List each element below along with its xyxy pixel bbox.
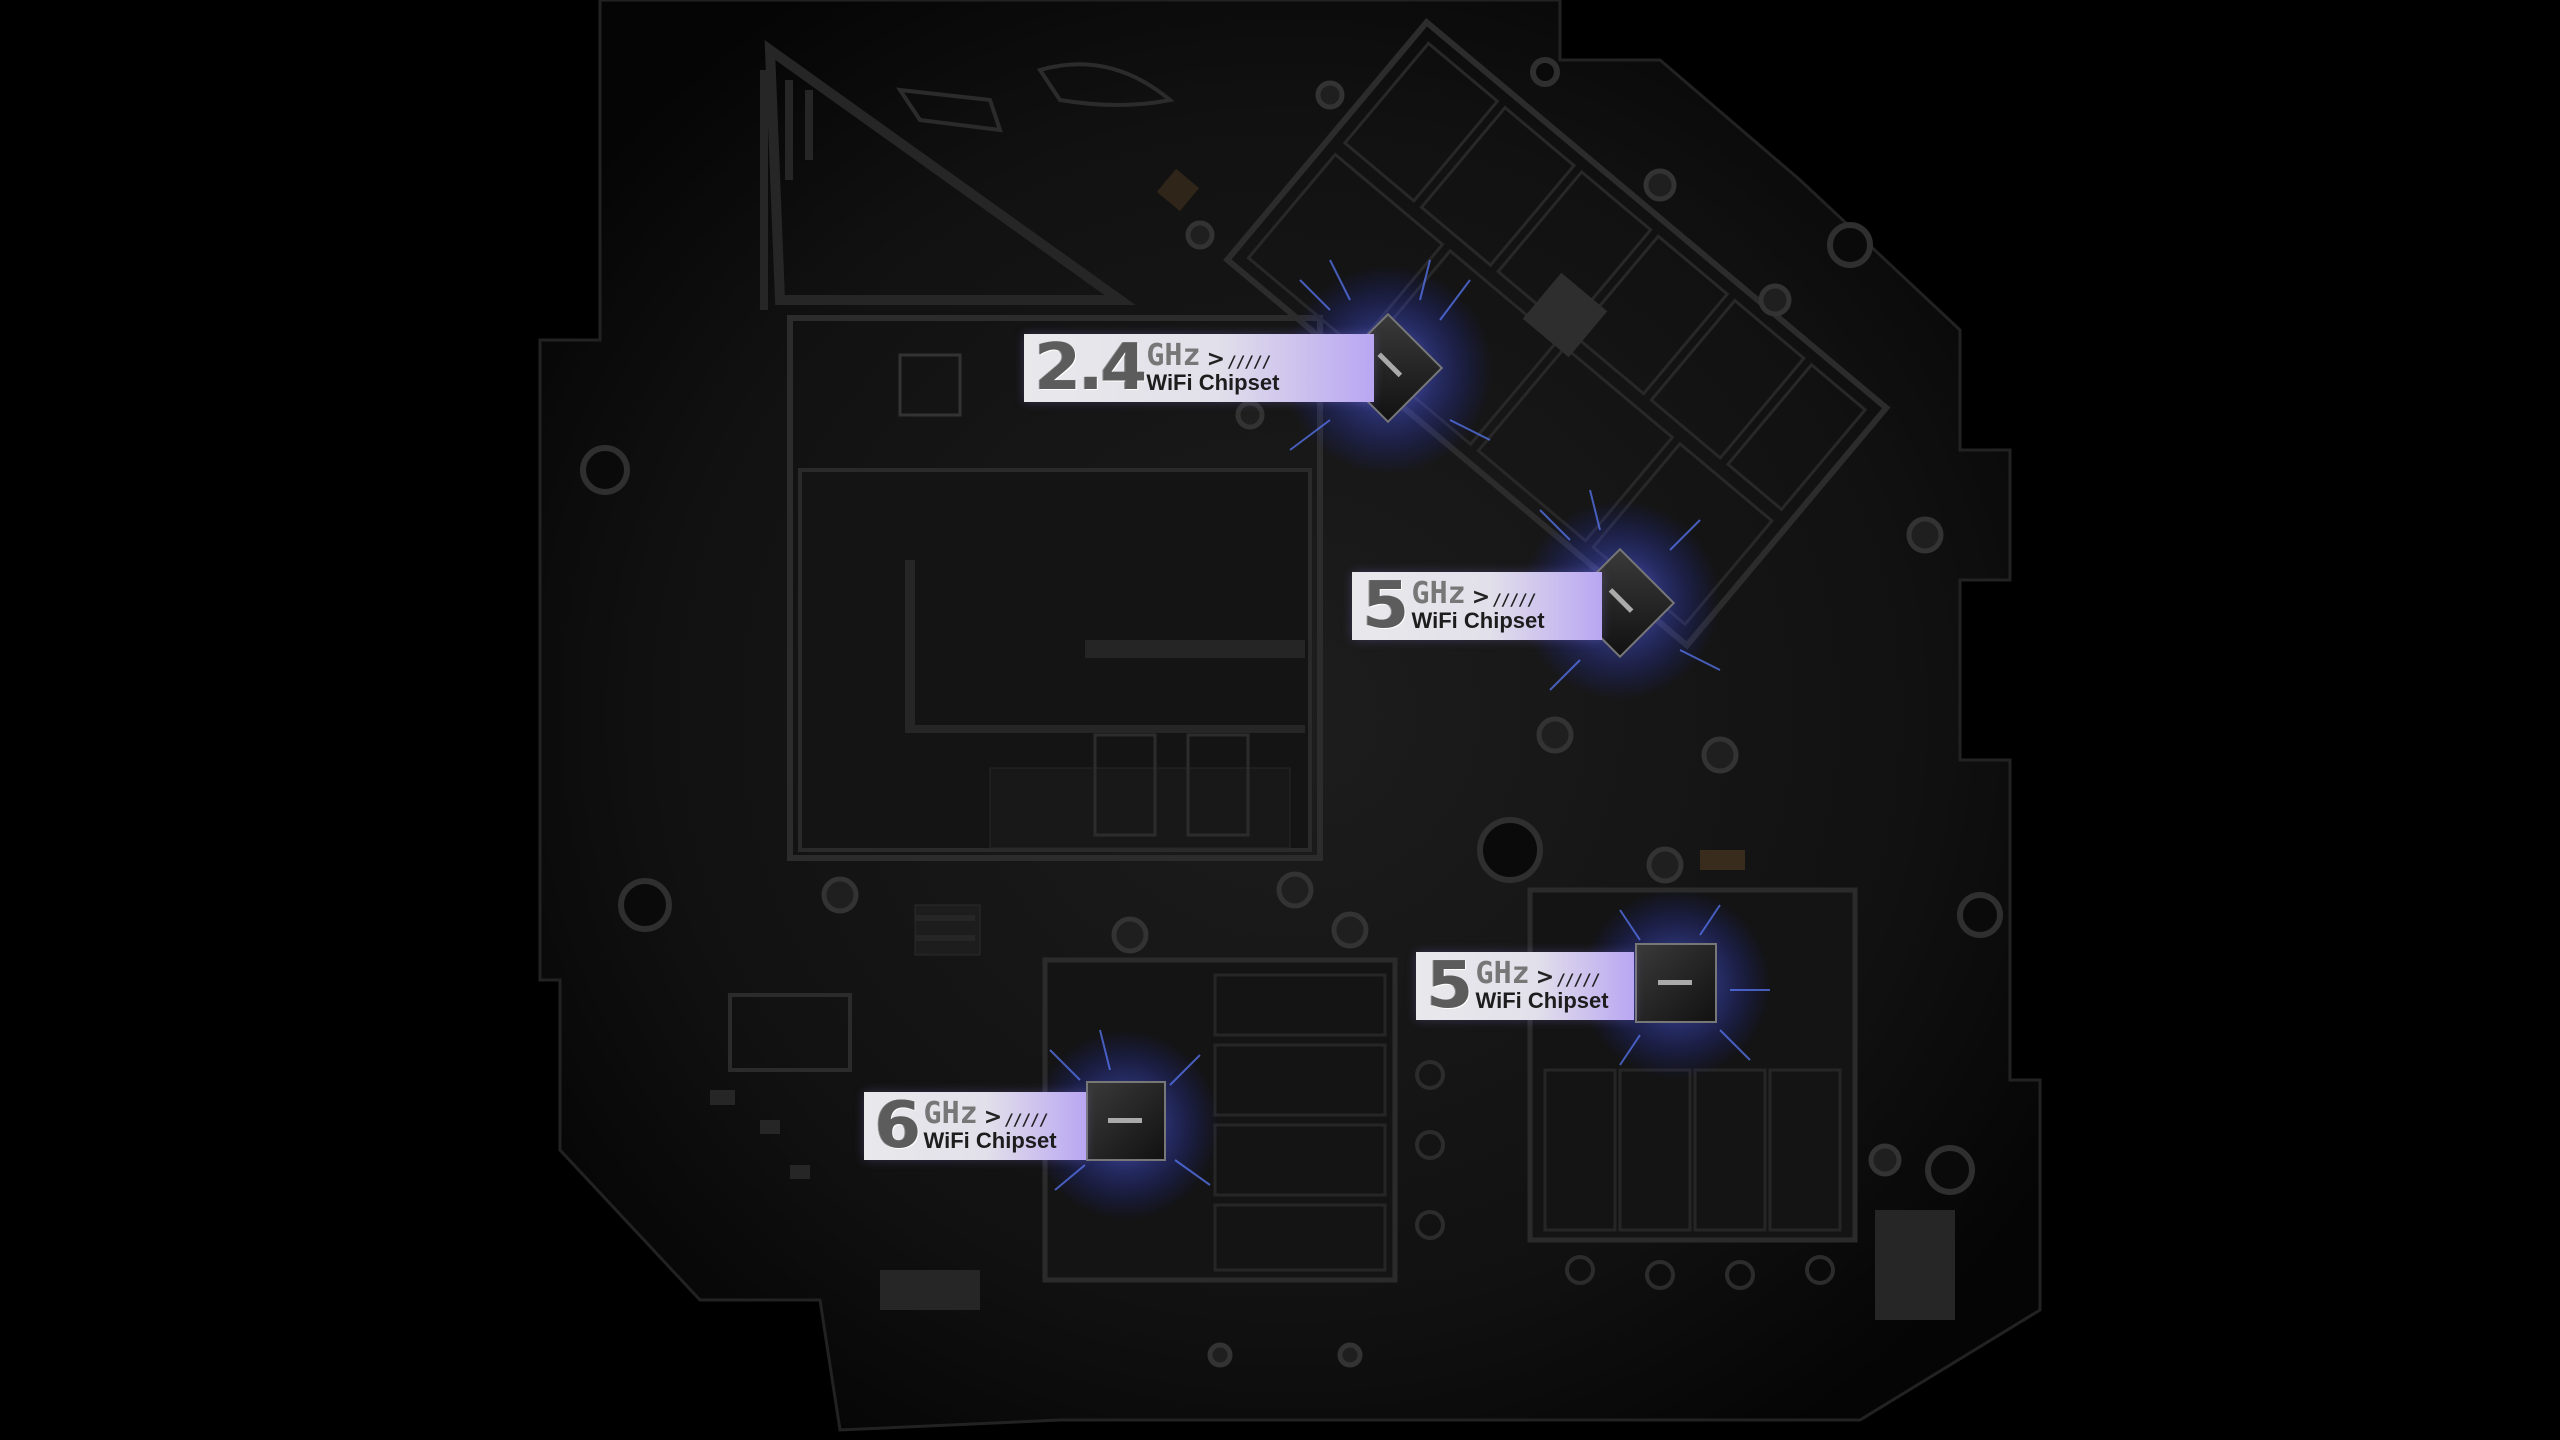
label-text-group: GHz > ///// WiFi Chipset [924,1099,1057,1153]
arrow-glyph: > [1535,965,1555,990]
label-plate: 2.4 GHz > ///// WiFi Chipset [1024,334,1374,402]
label-text-group: GHz > ///// WiFi Chipset [1476,959,1609,1013]
label-text-group: GHz > ///// WiFi Chipset [1412,579,1545,633]
chipset-label: WiFi Chipset [1411,608,1545,633]
arrow-glyph: > [1471,585,1491,610]
dash-glyphs: ///// [1492,590,1536,609]
frequency-number: 2.4 [1034,331,1148,405]
chipset-label: WiFi Chipset [1475,988,1609,1013]
frequency-unit: GHz [1475,956,1530,991]
dash-glyphs: ///// [1556,970,1600,989]
dash-glyphs: ///// [1227,352,1271,371]
chip-5ghz-b [1635,943,1717,1023]
arrow-glyph: > [1206,347,1225,372]
frequency-unit: GHz [1146,338,1201,373]
frequency-number: 5 [1426,949,1474,1023]
label-plate: 5 GHz > ///// WiFi Chipset [1352,572,1602,640]
dash-glyphs: ///// [1004,1110,1048,1129]
frequency-unit: GHz [923,1096,978,1131]
chipset-label: WiFi Chipset [1146,370,1280,395]
frequency-number: 5 [1362,569,1410,643]
frequency-number: 6 [874,1089,922,1163]
label-text-group: GHz > ///// WiFi Chipset [1146,341,1279,395]
label-plate: 6 GHz > ///// WiFi Chipset [864,1092,1086,1160]
label-plate: 5 GHz > ///// WiFi Chipset [1416,952,1634,1020]
arrow-glyph: > [983,1105,1003,1130]
chip-6ghz [1086,1081,1166,1161]
frequency-unit: GHz [1411,576,1466,611]
chipset-label: WiFi Chipset [923,1128,1057,1153]
